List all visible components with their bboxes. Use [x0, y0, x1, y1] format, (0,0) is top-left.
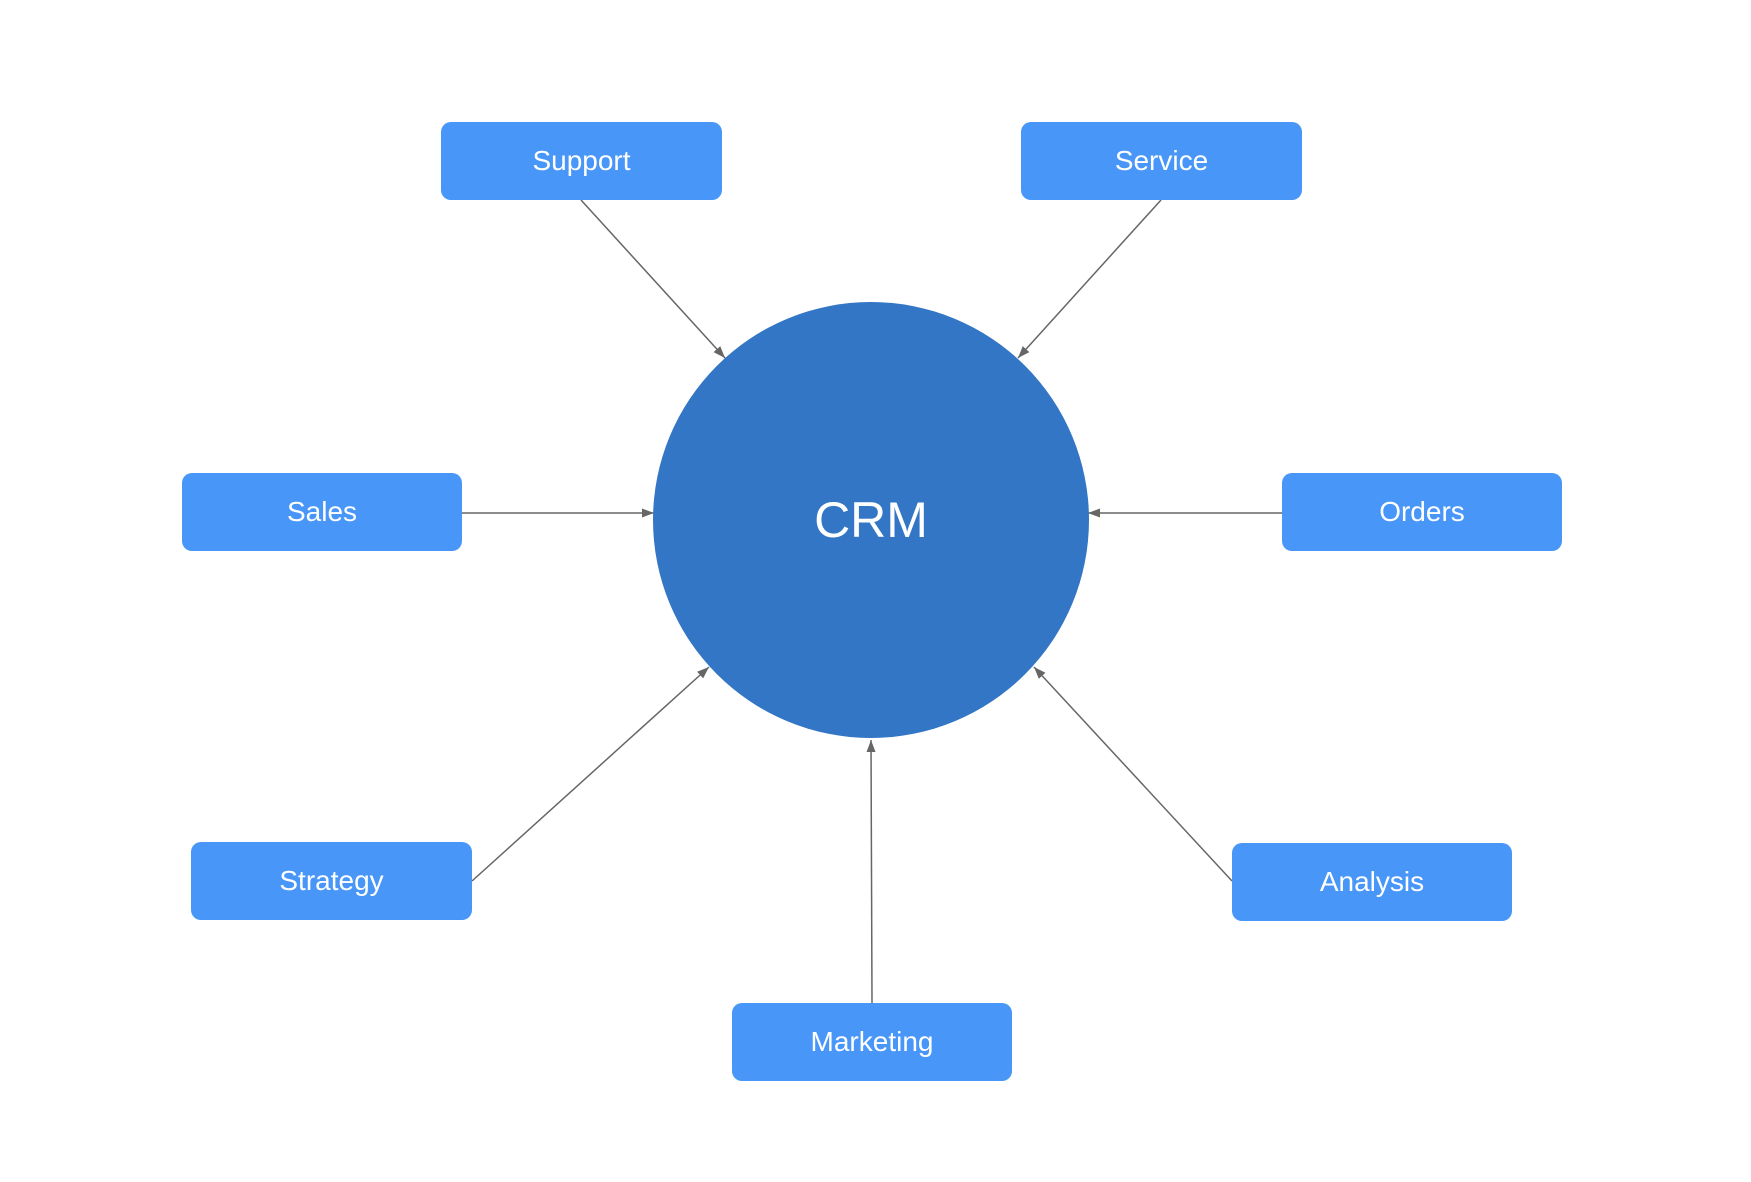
- connector-analysis-to-crm: [1033, 666, 1233, 882]
- connector-marketing-to-crm: [866, 739, 876, 1004]
- node-orders-label: Orders: [1379, 496, 1465, 527]
- connector-service-to-crm: [1017, 199, 1162, 359]
- node-service-label: Service: [1114, 145, 1209, 176]
- hub-crm[interactable]: CRM: [653, 302, 1089, 738]
- hub-crm-label: CRM: [814, 492, 928, 548]
- node-analysis[interactable]: Analysis: [1232, 843, 1512, 921]
- node-sales-label: Sales: [286, 496, 358, 527]
- connector-support-to-crm: [580, 199, 726, 359]
- node-analysis-label: Analysis: [1319, 866, 1425, 897]
- node-strategy-label: Strategy: [279, 865, 384, 896]
- node-support-label: Support: [532, 145, 631, 176]
- node-strategy[interactable]: Strategy: [191, 842, 472, 920]
- connector-strategy-to-crm: [471, 666, 710, 882]
- node-orders[interactable]: Orders: [1282, 473, 1562, 551]
- node-marketing[interactable]: Marketing: [732, 1003, 1012, 1081]
- node-service[interactable]: Service: [1021, 122, 1302, 200]
- node-marketing-label: Marketing: [810, 1026, 934, 1057]
- node-support[interactable]: Support: [441, 122, 722, 200]
- node-sales[interactable]: Sales: [182, 473, 462, 551]
